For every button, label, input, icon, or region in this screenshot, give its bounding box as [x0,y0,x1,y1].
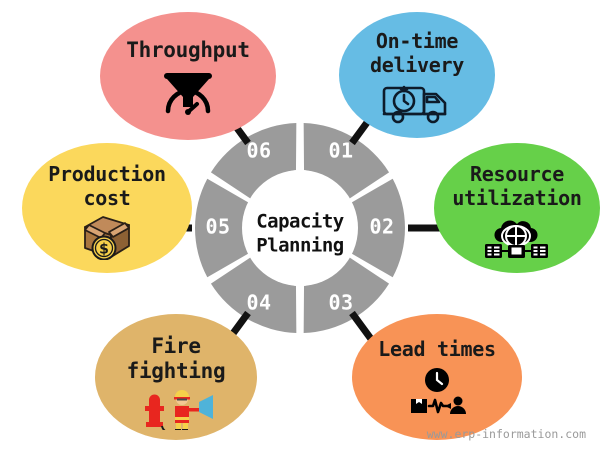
segment-number-05: 05 [205,215,230,239]
segment-number-02: 02 [369,215,394,239]
hub-disc [242,170,358,286]
ring-segment-06[interactable] [210,123,297,201]
node-lead-times[interactable]: Lead times [352,314,522,440]
funnel-gauge-icon [157,67,219,118]
ring-segment-04[interactable] [210,255,297,333]
node-resource-utilization[interactable]: Resource utilization [434,143,600,273]
box-dollar-coin-icon: $ [73,210,141,263]
node-production-cost-label: Production cost [48,162,166,210]
ring-segment-02[interactable] [349,178,405,278]
node-fire-fighting-label: Fire fighting [126,334,226,383]
ring-segment-05[interactable] [195,178,251,278]
segment-number-06: 06 [246,139,271,163]
hub-title-line-2: Planning [256,235,344,257]
hub-title-line-1: Capacity [256,211,344,233]
node-resource-utilization-label: Resource utilization [452,162,582,210]
ring-segments [195,123,405,333]
cloud-network-servers-icon [481,214,553,263]
segment-number-03: 03 [328,291,353,315]
segment-number-01: 01 [328,139,353,163]
segment-number-04: 04 [246,291,271,315]
node-throughput[interactable]: Throughput [100,12,276,140]
node-throughput-label: Throughput [126,38,250,62]
node-fire-fighting[interactable]: Fire fighting [95,314,257,440]
ring-segment-01[interactable] [303,123,390,201]
node-on-time-delivery-label: On-time delivery [370,29,464,77]
node-on-time-delivery[interactable]: On-time delivery [339,12,495,138]
delivery-truck-stopwatch-icon [381,79,453,128]
watermark: www.erp-information.com [426,427,586,441]
svg-text:$: $ [99,242,109,258]
node-production-cost[interactable]: Production cost $ [22,143,192,273]
clock-box-to-person-icon [399,367,475,418]
node-lead-times-label: Lead times [378,337,496,361]
ring-segment-03[interactable] [303,255,390,333]
firefighter-hydrant-hose-icon [137,386,215,435]
